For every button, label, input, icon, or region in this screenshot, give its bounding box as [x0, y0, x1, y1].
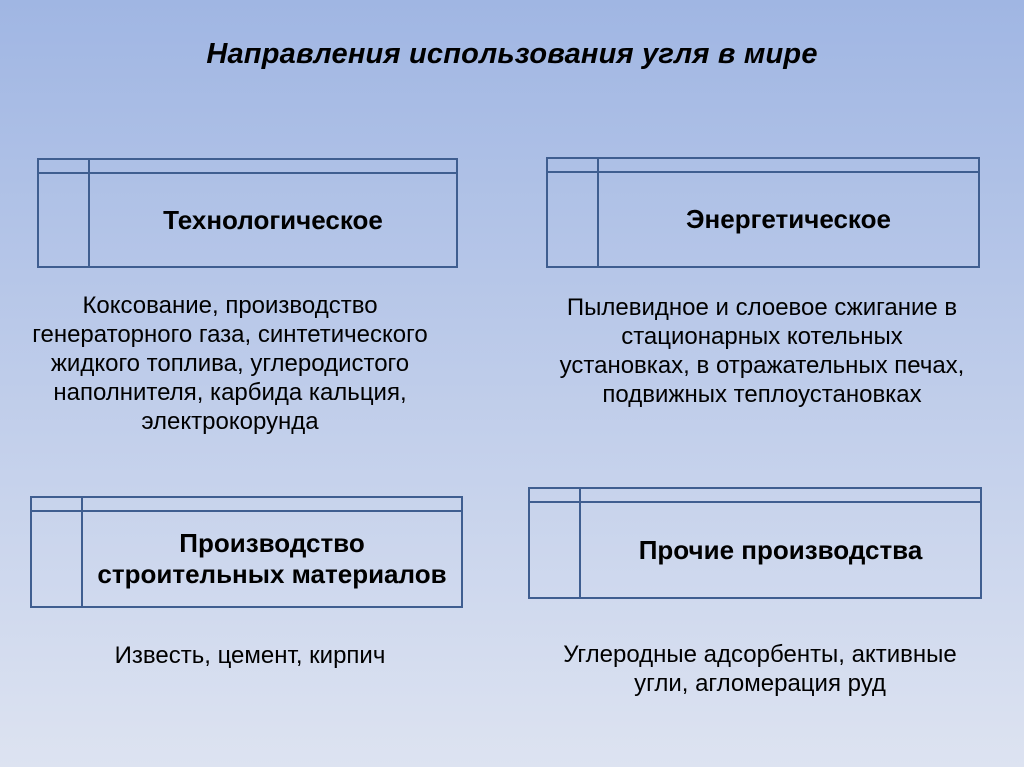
category-header-energy: Энергетическое — [686, 204, 891, 234]
category-table-energy: Энергетическое — [546, 157, 980, 268]
table-top-row-divider — [39, 172, 456, 174]
table-left-column-divider — [81, 498, 83, 606]
category-description-energy: Пылевидное и слоевое сжигание в стациона… — [559, 294, 965, 408]
slide-title: Направления использования угля в мире — [206, 38, 818, 70]
table-left-column-divider — [88, 160, 90, 266]
table-top-row-divider — [530, 501, 980, 503]
category-description-construction-materials: Известь, цемент, кирпич — [114, 642, 386, 669]
category-description-technological: Коксование, производство генераторного г… — [32, 292, 428, 435]
table-left-column-divider — [597, 159, 599, 266]
table-top-row-divider — [32, 510, 461, 512]
category-table-other-productions: Прочие производства — [528, 487, 982, 599]
category-table-technological: Технологическое — [37, 158, 458, 268]
table-left-column-divider — [579, 489, 581, 597]
category-table-construction-materials: Производство строительных материалов — [30, 496, 463, 608]
category-description-other-productions: Углеродные адсорбенты, активные угли, аг… — [563, 641, 957, 697]
category-header-construction-materials: Производство строительных материалов — [97, 528, 447, 589]
category-header-technological: Технологическое — [163, 204, 383, 235]
table-top-row-divider — [548, 171, 978, 173]
category-header-other-productions: Прочие производства — [638, 534, 923, 565]
